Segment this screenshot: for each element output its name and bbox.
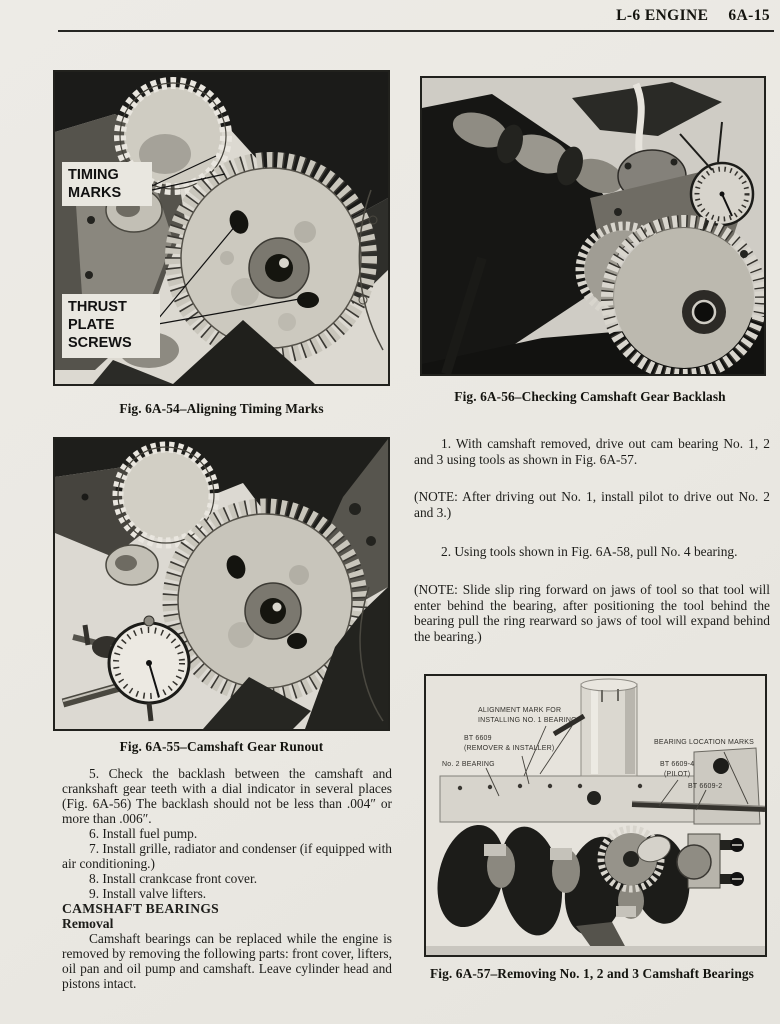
- figure-6a55: [53, 437, 390, 731]
- bottom-shadow: [203, 677, 311, 729]
- svg-text:(PILOT): (PILOT): [664, 771, 690, 778]
- pilot-cylinder: [580, 678, 638, 777]
- bearing-location-marks-label: BEARING LOCATION MARKS: [654, 739, 754, 746]
- right-dark-block: [305, 586, 388, 729]
- fig55-caption: Fig. 6A-55–Camshaft Gear Runout: [119, 739, 324, 754]
- svg-text:PLATE: PLATE: [68, 317, 115, 333]
- right-flange: [358, 189, 384, 351]
- crankshaft-gear: [112, 441, 220, 549]
- removal-paragraph: Camshaft bearings can be replaced while …: [62, 931, 392, 991]
- step-9: 9. Install valve lifters.: [89, 886, 207, 901]
- svg-text:(REMOVER & INSTALLER): (REMOVER & INSTALLER): [464, 745, 554, 752]
- cam-gear-small: [597, 825, 671, 893]
- block-pan-rail: [439, 747, 761, 825]
- header-rule: [58, 30, 774, 32]
- step-5: 5. Check the backlash between the camsha…: [62, 766, 392, 826]
- figure-6a57: ALIGNMENT MARK FOR INSTALLING NO. 1 BEAR…: [424, 674, 767, 957]
- svg-text:SCREWS: SCREWS: [68, 335, 132, 351]
- section-title: L-6 ENGINE: [616, 7, 709, 24]
- fig54-photo: TIMING MARKS THRUST PLATE SCREWS: [55, 72, 388, 384]
- bench-shadow: [426, 946, 765, 955]
- note-2: (NOTE: Slide slip ring forward on jaws o…: [414, 581, 770, 644]
- svg-text:MARKS: MARKS: [68, 185, 121, 201]
- figure-6a56: [420, 76, 766, 376]
- fig54-caption: Fig. 6A-54–Aligning Timing Marks: [119, 401, 324, 416]
- removal-subheading: Removal: [62, 916, 114, 931]
- step-6: 6. Install fuel pump.: [89, 826, 198, 841]
- step-8: 8. Install crankcase front cover.: [89, 871, 258, 886]
- crankshaft-gear: [114, 77, 232, 195]
- puller-tool: [676, 833, 744, 889]
- note-1: (NOTE: After driving out No. 1, install …: [414, 489, 770, 520]
- timing-marks-label: TIMING: [68, 167, 119, 183]
- left-text-column: 5. Check the backlash between the camsha…: [62, 766, 392, 991]
- camshaft-gear: [165, 152, 377, 364]
- right-text-column: 1. With camshaft removed, drive out cam …: [414, 436, 770, 644]
- fig57-caption: Fig. 6A-57–Removing No. 1, 2 and 3 Camsh…: [430, 966, 754, 981]
- fig57-labels: ALIGNMENT MARK FOR INSTALLING NO. 1 BEAR…: [442, 707, 754, 790]
- callout-lines: [151, 155, 306, 325]
- fig57-photo: ALIGNMENT MARK FOR INSTALLING NO. 1 BEAR…: [426, 676, 765, 955]
- crankshaft-journals: [452, 112, 624, 194]
- fig56-photo: [422, 78, 764, 374]
- fig56-caption: Fig. 6A-56–Checking Camshaft Gear Backla…: [454, 389, 726, 404]
- bolt: [740, 250, 748, 258]
- step-2: 2. Using tools shown in Fig. 6A-58, pull…: [441, 544, 738, 560]
- leader-lines: [485, 725, 749, 811]
- no2-bearing-label: No. 2 BEARING: [442, 761, 495, 768]
- remover-installer-label: BT 6609: [464, 735, 492, 742]
- bt6609-2-label: BT 6609-2: [688, 783, 722, 790]
- figure-6a54: TIMING MARKS THRUST PLATE SCREWS: [53, 70, 390, 386]
- dial-indicator: [107, 615, 191, 722]
- fig55-photo: [55, 439, 388, 729]
- boss-bore: [115, 555, 137, 571]
- page-number: 6A-15: [728, 7, 770, 24]
- bolt: [614, 208, 622, 216]
- stand-leg: [441, 256, 487, 374]
- pilot-label: BT 6609-4: [660, 761, 694, 768]
- thrust-screws-label-bg: [62, 294, 160, 358]
- pry-tool: [552, 713, 586, 737]
- timing-marks-label-bg: [62, 162, 152, 206]
- thrust-plate-screws-label: THRUST: [68, 299, 127, 315]
- camshaft-gear: [601, 215, 764, 374]
- step-7: 7. Install grille, radiator and condense…: [62, 841, 392, 871]
- page-header: L-6 ENGINE 6A-15: [616, 7, 770, 25]
- camshaft-bearings-heading: CAMSHAFT BEARINGS: [62, 901, 220, 916]
- step-1: 1. With camshaft removed, drive out cam …: [414, 436, 770, 467]
- alignment-mark-label: ALIGNMENT MARK FOR: [478, 707, 561, 714]
- crankshaft-lobes: [437, 824, 690, 936]
- svg-text:INSTALLING NO. 1 BEARING: INSTALLING NO. 1 BEARING: [478, 717, 577, 724]
- fig54-labels: TIMING MARKS THRUST PLATE SCREWS: [62, 162, 160, 358]
